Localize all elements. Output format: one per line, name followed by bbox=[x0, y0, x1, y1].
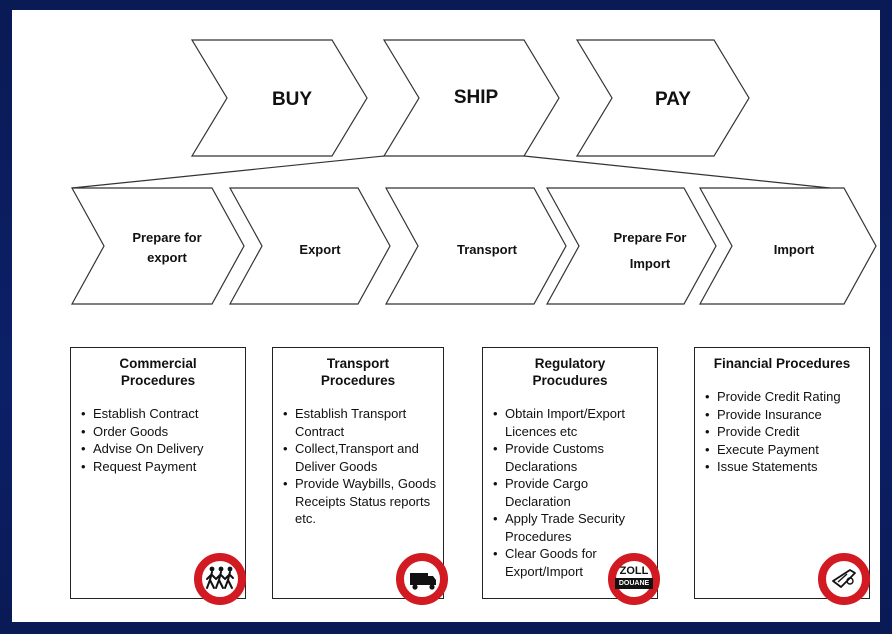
list-item: Provide Cargo Declaration bbox=[493, 475, 657, 510]
zoll-douane-icon: ZOLL DOUANE bbox=[608, 553, 660, 605]
list-item: Provide Credit Rating bbox=[705, 388, 869, 406]
transport-procedures-box: Transport Procedures Establish Transport… bbox=[272, 347, 444, 599]
box-list: Obtain Import/Export Licences etc Provid… bbox=[483, 405, 657, 580]
list-item: Advise On Delivery bbox=[81, 440, 245, 458]
step-export: Export bbox=[228, 187, 391, 305]
payment-icon bbox=[818, 553, 870, 605]
badge-top-text: ZOLL bbox=[619, 565, 649, 577]
box-title: Regulatory Procudures bbox=[532, 356, 608, 388]
step-label: Transport bbox=[457, 242, 518, 257]
connector-left bbox=[71, 155, 385, 189]
chevron-ship: SHIP bbox=[382, 39, 560, 157]
list-item: Execute Payment bbox=[705, 441, 869, 459]
step-label-line1: Prepare for bbox=[132, 230, 201, 245]
list-item: Establish Contract bbox=[81, 405, 245, 423]
badge-bottom-text: DOUANE bbox=[615, 578, 653, 589]
connector-right bbox=[523, 155, 831, 189]
step-prepare-import: Prepare For Import bbox=[545, 187, 717, 305]
list-item: Establish Transport Contract bbox=[283, 405, 443, 440]
list-item: Request Payment bbox=[81, 458, 245, 476]
box-list: Establish Contract Order Goods Advise On… bbox=[71, 405, 245, 475]
list-item: Provide Waybills, Goods Receipts Status … bbox=[283, 475, 443, 528]
list-item: Issue Statements bbox=[705, 458, 869, 476]
chevron-buy-label: BUY bbox=[272, 89, 312, 110]
list-item: Collect,Transport and Deliver Goods bbox=[283, 440, 443, 475]
chevron-ship-label: SHIP bbox=[454, 87, 499, 108]
box-title: Transport Procedures bbox=[320, 356, 396, 388]
chevron-buy: BUY bbox=[190, 39, 368, 157]
chevron-pay: PAY bbox=[575, 39, 750, 157]
box-list: Establish Transport Contract Collect,Tra… bbox=[273, 405, 443, 528]
box-title: Commercial Procedures bbox=[119, 356, 197, 388]
chevron-pay-label: PAY bbox=[655, 89, 691, 110]
step-label-line2: Import bbox=[630, 256, 671, 271]
list-item: Provide Customs Declarations bbox=[493, 440, 657, 475]
chevron-diagram: BUY SHIP PAY Prepare for export Export bbox=[70, 39, 877, 305]
diagram-canvas: BUY SHIP PAY Prepare for export Export bbox=[12, 10, 880, 622]
list-item: Provide Insurance bbox=[705, 406, 869, 424]
step-label-line2: export bbox=[147, 250, 187, 265]
list-item: Provide Credit bbox=[705, 423, 869, 441]
step-transport: Transport bbox=[384, 187, 567, 305]
step-prepare-export: Prepare for export bbox=[70, 187, 245, 305]
list-item: Order Goods bbox=[81, 423, 245, 441]
step-import: Import bbox=[698, 187, 877, 305]
truck-icon bbox=[396, 553, 448, 605]
step-label: Export bbox=[299, 242, 341, 257]
list-item: Apply Trade Security Procedures bbox=[493, 510, 657, 545]
step-label: Import bbox=[774, 242, 815, 257]
list-item: Clear Goods for Export/Import bbox=[493, 545, 657, 580]
pedestrians-icon bbox=[194, 553, 246, 605]
box-list: Provide Credit Rating Provide Insurance … bbox=[695, 388, 869, 476]
step-label-line1: Prepare For bbox=[614, 230, 687, 245]
box-title: Financial Procedures bbox=[713, 356, 851, 371]
list-item: Obtain Import/Export Licences etc bbox=[493, 405, 657, 440]
